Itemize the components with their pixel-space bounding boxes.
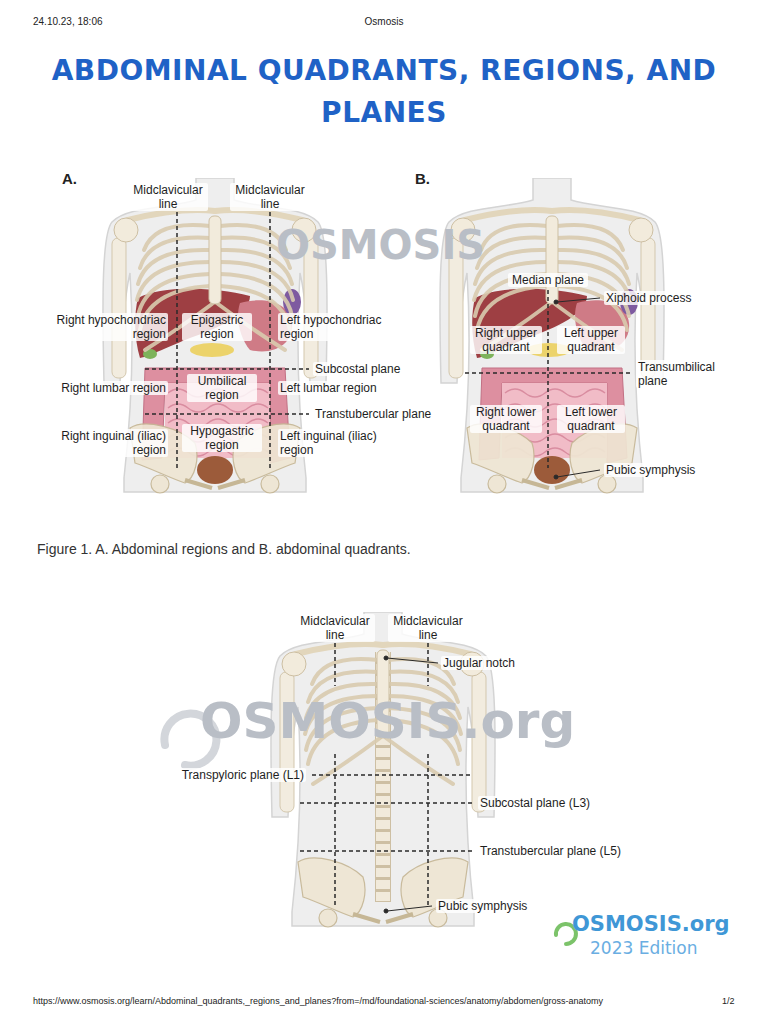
- page-title: ABDOMINAL QUADRANTS, REGIONS, AND PLANES: [24, 50, 744, 134]
- watermark-text: OSMOSIS.org: [200, 692, 575, 750]
- plane-lines-part: [465, 372, 632, 374]
- page-header-text: Osmosis: [334, 16, 434, 28]
- anatomy-label: Left lumbar region: [278, 381, 398, 395]
- plane-lines-part: [300, 802, 474, 804]
- anatomy-label: Subcostal plane: [313, 362, 423, 376]
- anatomy-label: Midclavicular line: [295, 614, 375, 642]
- anatomy-label: Jugular notch: [441, 656, 517, 670]
- anatomy-label: Right inguinal (iliac) region: [44, 429, 168, 457]
- anatomy-label: Midclavicular line: [128, 183, 208, 211]
- anatomy-label: Left inguinal (iliac) region: [278, 429, 396, 457]
- anatomy-label: Epigastric region: [182, 313, 252, 341]
- anatomy-label: Median plane: [508, 273, 588, 287]
- edition-text: 2023 Edition: [590, 938, 698, 958]
- plane-lines-part: [176, 212, 178, 470]
- leader-lines-part: [384, 909, 388, 913]
- anatomy-label: Pubic symphysis: [436, 899, 529, 913]
- anatomy-label: Transpyloric plane (L1): [140, 768, 306, 782]
- plane-lines-part: [334, 643, 336, 686]
- plane-lines-part: [312, 774, 470, 776]
- leader-lines-part: [554, 300, 558, 304]
- anatomy-label: Left lower quadrant: [557, 405, 625, 433]
- figure-letter: B.: [415, 170, 430, 187]
- anatomy-label: Midclavicular line: [388, 614, 468, 642]
- leader-lines-part: [554, 475, 558, 479]
- anatomy-label: Xiphoid process: [604, 291, 693, 305]
- figure-b-torso-part: [467, 424, 637, 493]
- plane-lines-part: [300, 850, 474, 852]
- plane-lines-part: [269, 212, 271, 470]
- page-footer-text: 1/2: [722, 996, 735, 1007]
- anatomy-label: Hypogastric region: [182, 424, 262, 452]
- leader-lines: [384, 298, 600, 913]
- plane-lines-part: [427, 643, 429, 686]
- plane-lines-part: [427, 754, 429, 905]
- anatomy-label: Right hypochondriac region: [44, 313, 168, 341]
- anatomy-label: Midclavicular line: [230, 183, 310, 211]
- anatomy-label: Transtubercular plane (L5): [478, 844, 623, 858]
- plane-lines-part: [334, 754, 336, 905]
- leader-lines-part: [557, 298, 600, 302]
- anatomy-label: Left hypochondriac region: [278, 313, 396, 341]
- anatomy-label: Subcostal plane (L3): [478, 796, 592, 810]
- leader-lines-part: [387, 906, 432, 911]
- anatomy-label: Right lumbar region: [34, 381, 168, 395]
- page-footer-text: https://www.osmosis.org/learn/Abdominal_…: [33, 996, 603, 1007]
- anatomy-label: Umbilical region: [187, 374, 257, 402]
- plane-lines-part: [145, 368, 309, 370]
- plane-lines: [145, 212, 632, 905]
- anatomy-label: Transtubercular plane: [313, 407, 453, 421]
- plane-lines-part: [145, 413, 309, 415]
- plane-lines-part: [547, 290, 549, 468]
- anatomy-label: Right upper quadrant: [470, 326, 542, 354]
- leader-lines-part: [384, 656, 388, 660]
- leader-lines-part: [387, 658, 438, 663]
- watermark-text: OSMOSIS: [276, 222, 485, 268]
- page-header-text: 24.10.23, 18:06: [33, 16, 103, 28]
- anatomy-label: Left upper quadrant: [557, 326, 625, 354]
- leader-lines-part: [557, 470, 600, 477]
- skeleton-figure-part: [298, 858, 468, 927]
- anatomy-label: Pubic symphysis: [604, 463, 697, 477]
- anatomy-label: Right lower quadrant: [470, 405, 542, 433]
- figure-caption: Figure 1. A. Abdominal regions and B. ab…: [37, 541, 411, 557]
- anatomy-label: Transumbilical plane: [636, 360, 726, 388]
- figure-letter: A.: [62, 170, 77, 187]
- brand-logo-text: OSMOSIS.org: [572, 912, 730, 936]
